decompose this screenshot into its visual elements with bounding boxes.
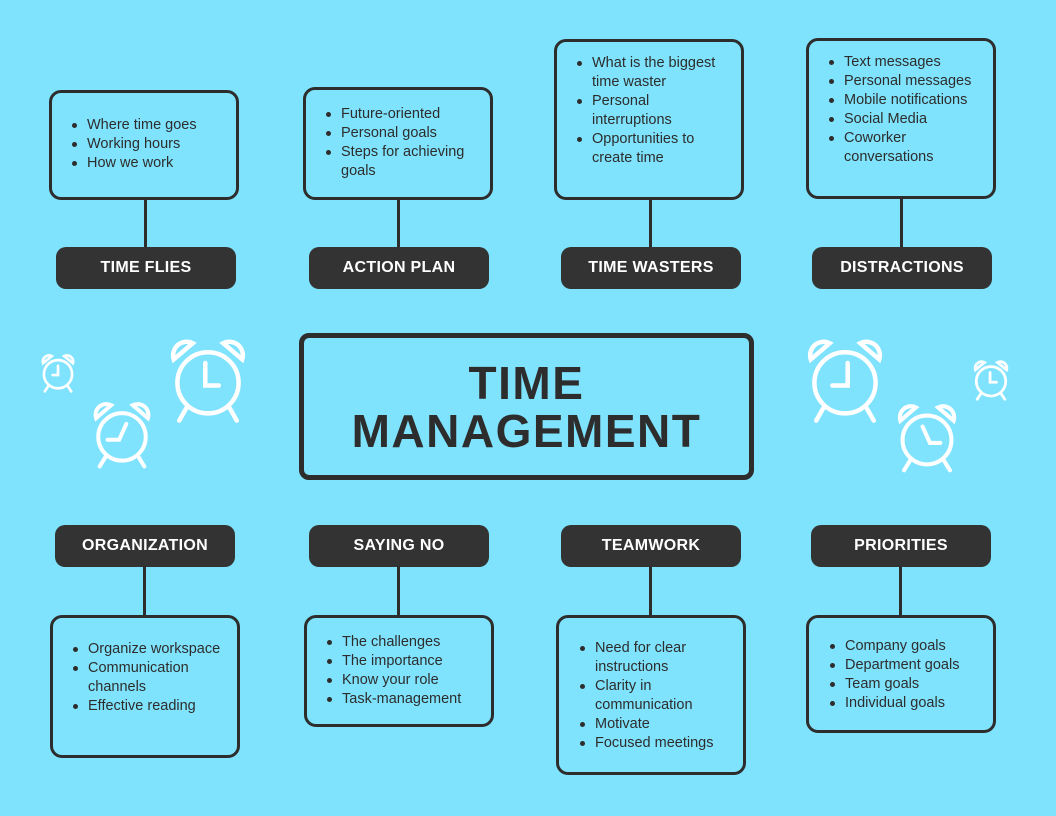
topic-label-action-plan: ACTION PLAN [309, 247, 489, 289]
list-item: Focused meetings [580, 734, 735, 753]
list-item: Working hours [72, 135, 236, 154]
bullet-list: The challenges The importance Know your … [322, 633, 497, 709]
list-item: Where time goes [72, 116, 236, 135]
list-item: Personal messages [829, 72, 984, 91]
bullet-list: What is the biggest time waster Personal… [572, 54, 732, 168]
topic-box-priorities: Company goals Department goals Team goal… [806, 615, 996, 733]
topic-label-time-flies: TIME FLIES [56, 247, 236, 289]
connector-line [649, 566, 652, 616]
list-item: What is the biggest time waster [577, 54, 732, 92]
list-item: Effective reading [73, 697, 228, 716]
topic-label-distractions: DISTRACTIONS [812, 247, 992, 289]
topic-box-saying-no: The challenges The importance Know your … [304, 615, 494, 727]
bullet-list: Company goals Department goals Team goal… [825, 637, 1005, 713]
list-item: Individual goals [830, 694, 1005, 713]
bullet-list: Where time goes Working hours How we wor… [67, 116, 236, 173]
alarm-clock-icon [897, 404, 957, 473]
alarm-clock-icon [93, 402, 151, 469]
connector-line [397, 566, 400, 616]
list-item: The importance [327, 652, 497, 671]
list-item: How we work [72, 154, 236, 173]
connector-line [397, 198, 400, 248]
topic-box-organization: Organize workspace Communication channel… [50, 615, 240, 758]
topic-box-time-wasters: What is the biggest time waster Personal… [554, 39, 744, 200]
topic-label-time-wasters: TIME WASTERS [561, 247, 741, 289]
alarm-clock-icon [41, 354, 75, 393]
list-item: Mobile notifications [829, 91, 984, 110]
list-item: Opportunities to create time [577, 130, 732, 168]
topic-box-distractions: Text messages Personal messages Mobile n… [806, 38, 996, 199]
alarm-clock-icon [170, 339, 246, 423]
connector-line [899, 566, 902, 616]
central-title-line-1: TIME [468, 356, 585, 409]
topic-label-priorities: PRIORITIES [811, 525, 991, 567]
bullet-list: Organize workspace Communication channel… [68, 640, 228, 716]
connector-line [144, 198, 147, 248]
central-title-box: TIME MANAGEMENT [299, 333, 754, 480]
list-item: Company goals [830, 637, 1005, 656]
list-item: Future-oriented [326, 105, 491, 124]
list-item: The challenges [327, 633, 497, 652]
bullet-list: Future-oriented Personal goals Steps for… [321, 105, 491, 181]
topic-label-teamwork: TEAMWORK [561, 525, 741, 567]
list-item: Communication channels [73, 659, 228, 697]
list-item: Know your role [327, 671, 497, 690]
list-item: Coworker conversations [829, 129, 984, 167]
connector-line [143, 566, 146, 616]
list-item: Department goals [830, 656, 1005, 675]
list-item: Social Media [829, 110, 984, 129]
list-item: Organize workspace [73, 640, 228, 659]
bullet-list: Need for clear instructions Clarity in c… [575, 639, 735, 753]
list-item: Need for clear instructions [580, 639, 735, 677]
list-item: Clarity in communication [580, 677, 735, 715]
topic-box-action-plan: Future-oriented Personal goals Steps for… [303, 87, 493, 200]
bullet-list: Text messages Personal messages Mobile n… [824, 53, 984, 167]
list-item: Text messages [829, 53, 984, 72]
topic-label-organization: ORGANIZATION [55, 525, 235, 567]
central-title-line-2: MANAGEMENT [351, 404, 702, 457]
alarm-clock-icon [807, 339, 883, 423]
topic-label-saying-no: SAYING NO [309, 525, 489, 567]
list-item: Personal goals [326, 124, 491, 143]
list-item: Personal interruptions [577, 92, 732, 130]
alarm-clock-icon [973, 360, 1009, 401]
topic-box-teamwork: Need for clear instructions Clarity in c… [556, 615, 746, 775]
connector-line [900, 196, 903, 248]
list-item: Task-management [327, 690, 497, 709]
list-item: Steps for achieving goals [326, 143, 491, 181]
list-item: Team goals [830, 675, 1005, 694]
list-item: Motivate [580, 715, 735, 734]
connector-line [649, 198, 652, 248]
topic-box-time-flies: Where time goes Working hours How we wor… [49, 90, 239, 200]
